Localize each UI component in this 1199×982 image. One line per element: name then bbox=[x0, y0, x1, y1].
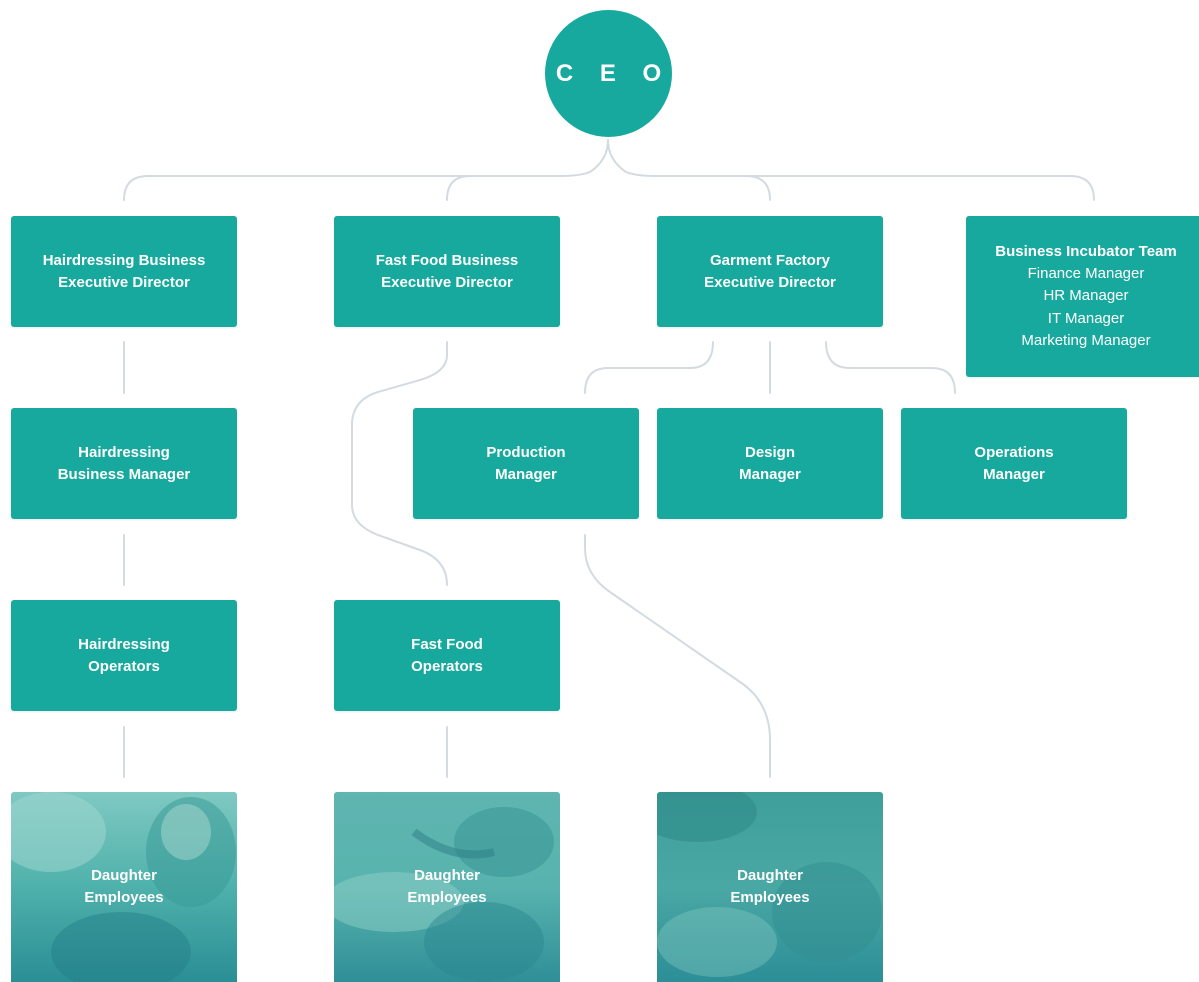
fastfood-operators-line2: Operators bbox=[411, 657, 483, 675]
hairdressing-manager-line2: Business Manager bbox=[57, 465, 191, 483]
ceo-brace-fastfood bbox=[446, 175, 471, 201]
incubator-team-node[interactable]: Business Incubator Team Finance Manager … bbox=[966, 216, 1199, 377]
garment-director-node[interactable]: Garment Factory Executive Director bbox=[657, 216, 883, 327]
design-manager-line2: Manager bbox=[739, 465, 801, 483]
fastfood-operators-line1: Fast Food bbox=[411, 635, 483, 653]
garment-photo-image bbox=[657, 792, 883, 982]
connector-ff-1 bbox=[351, 341, 448, 586]
production-manager-line2: Manager bbox=[495, 465, 557, 483]
hairdressing-photo-image bbox=[11, 792, 237, 982]
garment-employees-line1: Daughter bbox=[737, 867, 803, 884]
hairdressing-operators-node[interactable]: Hairdressing Operators bbox=[11, 600, 237, 711]
fastfood-photo-image bbox=[334, 792, 560, 982]
ceo-node[interactable]: C E O bbox=[545, 10, 672, 137]
incubator-member: IT Manager bbox=[1047, 309, 1125, 327]
hairdressing-employees-line1: Daughter bbox=[91, 867, 157, 884]
connector-gf-right bbox=[825, 341, 956, 394]
ceo-label: C E O bbox=[555, 59, 672, 87]
fastfood-director-line1: Fast Food Business bbox=[375, 251, 519, 269]
garment-director-line1: Garment Factory bbox=[709, 251, 831, 269]
operations-manager-line1: Operations bbox=[974, 443, 1054, 461]
ceo-brace bbox=[123, 139, 609, 201]
production-manager-line1: Production bbox=[486, 443, 566, 461]
operations-manager-line2: Manager bbox=[983, 465, 1045, 483]
connector-prod bbox=[584, 534, 771, 778]
fastfood-operators-node[interactable]: Fast Food Operators bbox=[334, 600, 560, 711]
hairdressing-director-line1: Hairdressing Business bbox=[42, 251, 206, 269]
design-manager-node[interactable]: Design Manager bbox=[657, 408, 883, 519]
fastfood-employees-line1: Daughter bbox=[414, 867, 480, 884]
incubator-member: Finance Manager bbox=[1027, 264, 1145, 282]
fastfood-director-node[interactable]: Fast Food Business Executive Director bbox=[334, 216, 560, 327]
operations-manager-node[interactable]: Operations Manager bbox=[901, 408, 1127, 519]
fastfood-employees-line2: Employees bbox=[407, 889, 487, 906]
hairdressing-operators-line2: Operators bbox=[88, 657, 160, 675]
garment-employees-node[interactable]: Daughter Employees bbox=[657, 792, 883, 982]
hairdressing-operators-line1: Hairdressing bbox=[78, 635, 170, 653]
ceo-brace-right bbox=[607, 139, 1095, 201]
design-manager-line1: Design bbox=[744, 443, 795, 461]
hairdressing-director-node[interactable]: Hairdressing Business Executive Director bbox=[11, 216, 237, 327]
hairdressing-employees-line2: Employees bbox=[84, 889, 164, 906]
incubator-member: Marketing Manager bbox=[1021, 332, 1151, 349]
garment-director-line2: Executive Director bbox=[704, 273, 836, 291]
hairdressing-employees-node[interactable]: Daughter Employees bbox=[11, 792, 237, 982]
connector-gf-left bbox=[584, 341, 714, 394]
garment-employees-line2: Employees bbox=[730, 889, 810, 906]
incubator-team-title: Business Incubator Team bbox=[995, 242, 1177, 260]
hairdressing-manager-line1: Hairdressing bbox=[78, 443, 170, 461]
fastfood-director-line2: Executive Director bbox=[381, 273, 513, 291]
incubator-member: HR Manager bbox=[1043, 287, 1129, 304]
production-manager-node[interactable]: Production Manager bbox=[413, 408, 639, 519]
hairdressing-director-line2: Executive Director bbox=[58, 273, 190, 291]
fastfood-employees-node[interactable]: Daughter Employees bbox=[334, 792, 560, 982]
hairdressing-manager-node[interactable]: Hairdressing Business Manager bbox=[11, 408, 237, 519]
ceo-brace-garment bbox=[745, 175, 771, 201]
